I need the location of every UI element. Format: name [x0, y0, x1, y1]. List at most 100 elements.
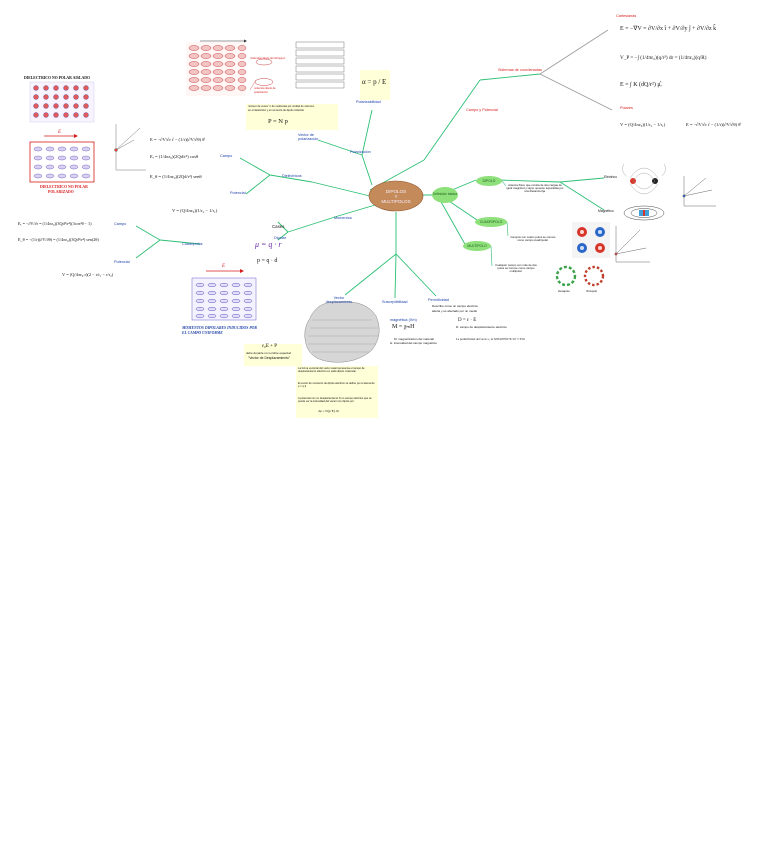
cuadripolo-node-text: CUADRIPOLO: [479, 220, 503, 224]
eq-quad-Etheta: E_θ = −(1/r)(∂V/∂θ) = (1/4πε₀)(3Qd²/r⁴) …: [18, 237, 99, 242]
dielectric-polarized-title-1: DIELECTRICO NO POLAR: [40, 185, 88, 189]
definicion-basica-text: Definición básica: [432, 192, 458, 197]
definition-connectors: [490, 180, 509, 267]
p-note-box: [246, 104, 338, 130]
alpha-formula-box: [360, 70, 390, 100]
eq-polar-2: E = −∂V/∂r r̂ − (1/r)(∂V/∂θ) θ̂: [686, 122, 741, 127]
eq-quad-V: V = (Q/4πε₀ r)(2 − r/r₁ − r/r₂): [62, 272, 114, 277]
dielectric-polarized-diagram: [29, 134, 95, 183]
perm-vacuum: La permitividad del vacío ε₀ es 8,854187…: [456, 337, 525, 341]
center-node-shape: [368, 180, 424, 212]
magnetica-label: magnética (Xm): [390, 318, 417, 322]
center-line-3: MULTIPOLOS: [381, 198, 411, 204]
p-note-2: en el dieléctrico y el momento de dipolo…: [248, 109, 304, 112]
center-node[interactable]: DIPOLOS Y MULTIPOLOS: [371, 184, 421, 208]
m-note-1: M: magnetización del material: [394, 337, 434, 341]
multipolo-node-shape: [463, 241, 491, 251]
cuadripolo-description: Campos con cuatro polos se conoce como c…: [510, 235, 556, 243]
definicion-basica-node[interactable]: Definición básica: [432, 189, 458, 201]
induced-dipoles-diagram: [191, 269, 257, 321]
octupole-ring: [583, 265, 605, 287]
molecule-note-2: molécula dipolo de: [254, 87, 276, 90]
eq-quad-Er: Eᵣ = −∂V/∂r = (1/4πε₀)(3Qd²/r⁴)(3cos²θ −…: [18, 221, 92, 226]
eq-P: P = N p: [268, 118, 288, 125]
eq-cartesian-2: V_P = −∫ (1/4πε₀)(q/r²) dr = (1/4πε₀)(q/…: [620, 55, 707, 61]
molecule-dipole-image: [186, 39, 274, 96]
sistemas-coordenadas-label[interactable]: Sistemas de coordenadas: [498, 68, 542, 72]
induced-dipoles-caption-2: EL CAMPO UNIFORME: [182, 331, 223, 335]
electric-dipole-field: [622, 163, 666, 195]
eq-D-epsilon: D = ε · E: [458, 318, 477, 323]
eq-cartesian-1: E = −∇V = ∂V/∂x î + ∂V/∂y ĵ + ∂V/∂z k̂: [620, 26, 717, 32]
polares-label: Polares: [620, 106, 633, 110]
polarizacion-label[interactable]: Polarización: [350, 150, 371, 154]
permitividad-label[interactable]: Permitividad: [428, 298, 449, 302]
vector-desplazamiento-label[interactable]: Vector desplazamiento: [325, 296, 353, 305]
magnetic-dipole-field: [623, 205, 665, 221]
eq-alpha: α = p / E: [362, 78, 387, 86]
dipole-geometry-sketch: [114, 124, 146, 171]
p-note-1: número de veces 'n' de moléculas por uni…: [248, 105, 315, 108]
eq-polar-1: V = (Q/4πε₀)(1/r₂ − 1/r₁): [620, 122, 666, 127]
gauss-eq: dφ = N(p·E) dv: [318, 409, 340, 413]
momentos-label[interactable]: Momentos: [334, 216, 352, 220]
induced-dipoles-caption-1: MOMENTOS DIPOLARES INDUCIDOS POR: [182, 326, 257, 330]
eq-dipole-V: V = (Q/4πε₀)(1/r₂ − 1/r₁): [172, 208, 218, 213]
dielectricos-label[interactable]: Dieléctricos: [282, 174, 302, 178]
octupolo-label: Octupolo: [586, 289, 598, 293]
multipolo-node[interactable]: MULTIPOLO: [463, 242, 491, 250]
dipolo-description: sistema físico que consta de dos cargas …: [506, 183, 564, 194]
coordinate-connectors: [539, 29, 613, 111]
definition-node-shape: [432, 187, 458, 203]
hydrogen-molecule-table: [295, 41, 345, 89]
dielectric-polarized-e-mark: E: [58, 130, 62, 135]
dielectric-isolated-diagram: [29, 81, 95, 123]
d-label: D: campo de desplazamiento eléctrico: [456, 325, 507, 329]
eq-M: M = χₘH: [392, 324, 415, 330]
gauss-note-1: La forma vectorial del vector axial repr…: [298, 367, 365, 373]
vector-polarizacion-label[interactable]: Vector de polarización: [298, 133, 319, 142]
induced-dipoles-e-mark: E: [222, 264, 226, 269]
d-note-1: debe donarle un nombre especial:: [246, 351, 292, 355]
perm-desc-1: Describe cómo un campo eléctrico: [432, 304, 479, 308]
campo-potencial-label[interactable]: Campo y Potencial: [466, 108, 498, 112]
quad-campo-label: Campo: [114, 222, 127, 226]
perm-desc-2: afecta y es afectado por un medio: [432, 309, 478, 313]
dipolo-node-shape: [476, 176, 502, 186]
cuadripolo-node-shape: [475, 217, 507, 227]
d-note-2: "Vector de Desplazamiento": [248, 356, 290, 360]
eq-dipole-Er: Eᵣ = (1/4πε₀)(2Qd/r³) cosθ: [150, 154, 199, 159]
magnetico-label: Magnético: [598, 209, 614, 213]
dipolar-label: Dipolar: [274, 236, 287, 240]
cuadripolo-node[interactable]: CUADRIPOLO: [475, 218, 507, 226]
polarizabilidad-label[interactable]: Polarizabilidad: [356, 100, 381, 104]
dielectric-potencial-label: Potencial: [230, 191, 246, 195]
dielectric-campo-label: Campo: [220, 154, 233, 158]
connector-lines: [135, 73, 605, 299]
gauss-note-3: A potencial con un desplazamiento D un c…: [298, 397, 372, 403]
dipolo-node[interactable]: DIPOLO: [476, 177, 502, 185]
eq-cartesian-3: E = ∫ K (dQ/r²) μ̂ᵣ: [620, 82, 662, 88]
vector-sketch-1: [682, 176, 716, 207]
multipolo-description: Cualquier campo con más de dos polos se …: [495, 263, 537, 274]
molecule-note-1: moléculas dipolo de hidrógeno: [250, 57, 286, 60]
electrico-label: Eléctrico: [604, 175, 618, 179]
eq-dipole-E: E = −∂V/∂r r̂ − (1/r)(∂V/∂θ) θ̂: [150, 137, 205, 142]
molecule-note-3: polarización: [254, 91, 268, 94]
multipolo-node-text: MULTIPOLO: [467, 244, 487, 248]
eq-D: ε₀E + P: [262, 344, 277, 349]
cuadripolos-label[interactable]: Cuadrípolos: [182, 242, 203, 246]
vector-sketch-2: [614, 226, 650, 263]
center-line-2: Y: [394, 193, 398, 199]
hexapolo-label: Hexapolo: [558, 289, 570, 293]
gauss-note-box: [296, 366, 378, 418]
quad-potencial-label: Potencial: [114, 260, 130, 264]
quadrupole-field-picture: [572, 222, 610, 258]
displacement-field-blob: [304, 301, 380, 363]
susceptibilidad-label[interactable]: Susceptibilidad: [382, 300, 408, 304]
dielectric-isolated-title: DIELECTRICO NO POLAR AISLADO: [24, 76, 90, 80]
cartesianas-label: Cartesianas: [616, 14, 637, 18]
eq-mu: μ = q · r: [255, 240, 282, 249]
d-formula-box: [244, 344, 302, 366]
